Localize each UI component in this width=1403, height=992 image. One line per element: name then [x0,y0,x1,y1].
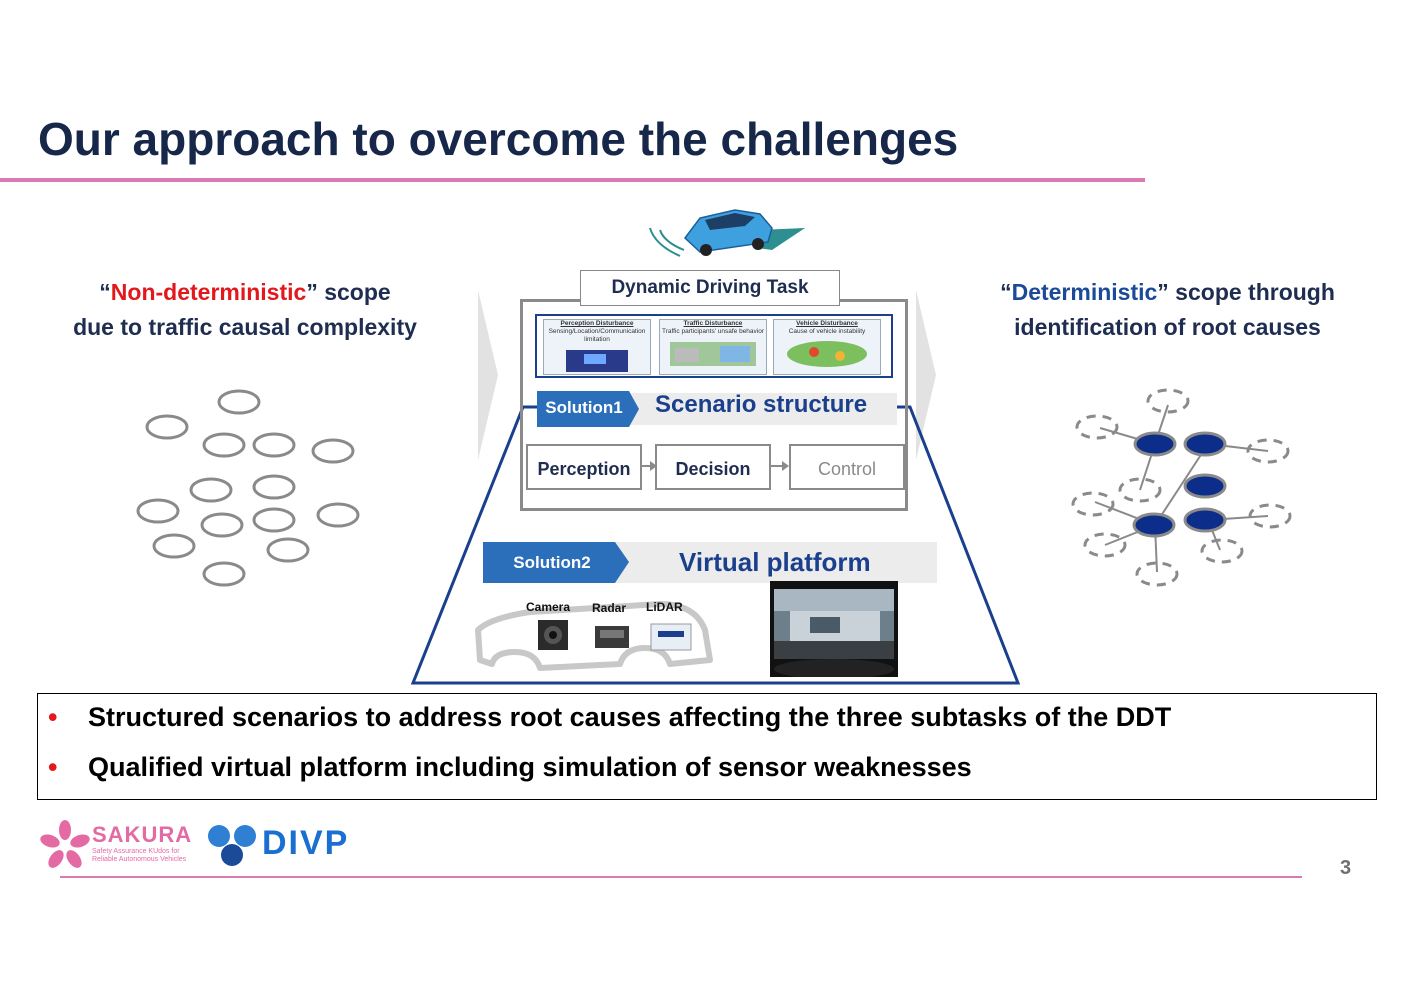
right-highlight: Deterministic [1011,279,1158,305]
sakura-subtitle-line2: Reliable Autonomous Vehicles [92,856,187,863]
deterministic-graph [1071,388,1292,587]
vehicle-disturbance-desc: Cause of vehicle instability [788,328,866,335]
right-quote-open: “ [1000,279,1012,305]
arrow-right-icon [771,461,789,471]
sakura-subtitle-line1: Safety Assurance KUdos for [92,848,180,855]
perception-disturbance-title: Perception Disturbance [560,320,634,327]
solution1-title: Scenario structure [655,391,868,418]
solution1-badge: Solution1 [545,398,623,417]
camera-icon [538,620,568,650]
traffic-disturbance-title: Traffic Disturbance [683,320,743,327]
radar-icon [595,626,629,648]
sakura-flower-logo-icon [40,820,90,868]
bullet-item: • Qualified virtual platform including si… [48,752,972,783]
solution2-title: Virtual platform [679,547,871,577]
vehicle-disturbance-image [787,341,867,367]
bullet-item: • Structured scenarios to address root ca… [48,702,1171,733]
sakura-logo-subtitle: Safety Assurance KUdos for Reliable Auto… [92,848,186,864]
solution2-badge: Solution2 [513,553,591,572]
vehicle-outline [475,601,713,671]
summary-box [37,693,1377,800]
solution2-badge-shape [483,542,629,583]
ddt-label: Dynamic Driving Task [580,270,840,306]
divp-logo-text: DIVP [262,824,350,862]
vehicle-disturbance-card: Vehicle Disturbance Cause of vehicle ins… [773,319,881,375]
page-number: 3 [1340,857,1352,879]
sensor-camera-label: Camera [526,600,571,614]
traffic-disturbance-desc: Traffic participants' unsafe behavior [661,328,765,335]
autonomous-car-icon [649,209,805,257]
bullet-text: Structured scenarios to address root cau… [88,702,1172,732]
left-after: ” scope [306,279,391,305]
page-title: Our approach to overcome the challenges [38,113,959,165]
perception-disturbance-image [566,350,628,372]
left-highlight: Non-deterministic [110,279,307,305]
divp-logo-icon [208,825,256,866]
sensor-lidar-label: LiDAR [646,600,683,614]
right-after: ” scope through [1157,279,1335,305]
perception-disturbance-card: Perception Disturbance Sensing/Location/… [543,319,651,375]
stage-decision: Decision [655,444,771,490]
perception-disturbance-desc: Sensing/Location/Communication limitatio… [548,328,646,343]
right-line2: identification of root causes [1014,314,1321,340]
bullet-dot-icon: • [48,702,58,732]
vehicle-disturbance-title: Vehicle Disturbance [796,320,858,327]
bullet-dot-icon: • [48,752,58,782]
nondeterministic-ellipses [136,389,360,587]
sakura-logo-text: SAKURA [92,822,193,847]
footer-rule [60,876,1302,878]
arrow-right-icon [640,461,657,471]
right-chevron-arrow [916,290,936,460]
title-underline [0,178,1145,182]
left-line2: due to traffic causal complexity [73,314,417,340]
traffic-disturbance-image [670,342,756,366]
left-quote-open: “ [99,279,111,305]
left-chevron-arrow [478,290,498,460]
stage-control: Control [789,444,905,490]
simulation-camera-view [770,581,898,677]
solution1-badge-shape [537,391,639,427]
sensor-radar-label: Radar [592,601,627,615]
right-caption: “Deterministic” scope through identifica… [955,275,1380,345]
stage-perception: Perception [526,444,642,490]
traffic-disturbance-card: Traffic Disturbance Traffic participants… [659,319,767,375]
left-caption: “Non-deterministic” scope due to traffic… [30,275,460,345]
bullet-text: Qualified virtual platform including sim… [88,752,972,782]
lidar-icon [650,623,692,651]
